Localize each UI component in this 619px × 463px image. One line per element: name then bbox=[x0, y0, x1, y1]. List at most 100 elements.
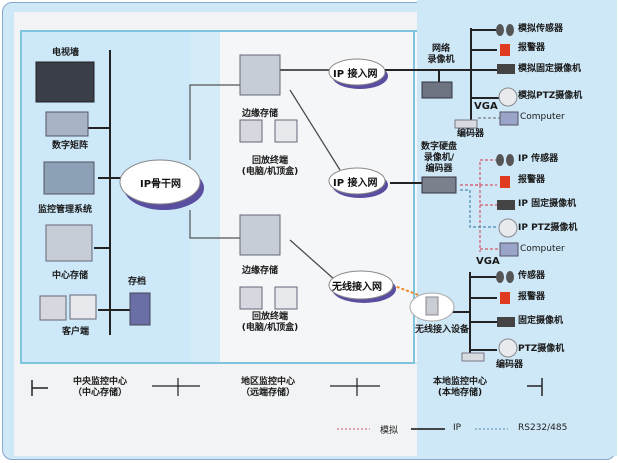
access-cloud-2 bbox=[328, 167, 388, 198]
g3-alarm-icon bbox=[500, 292, 510, 304]
backbone-cloud bbox=[119, 159, 204, 210]
g2-sensor-icon bbox=[496, 154, 514, 166]
access-cloud-1-label: IP 接入网 bbox=[333, 69, 378, 80]
wireless-device-label: 无线接入设备 bbox=[415, 325, 470, 335]
playback-1-line1: 回放终端 bbox=[251, 156, 288, 166]
g1-item-alarm: 报警器 bbox=[518, 43, 546, 53]
g1-item-camera: 模拟固定摄像机 bbox=[518, 64, 582, 74]
legend-ip-label: IP bbox=[453, 423, 462, 433]
g3-sensor-icon bbox=[496, 271, 514, 283]
center-storage-icon bbox=[45, 224, 93, 262]
nvr-line1: 网络 bbox=[431, 44, 450, 54]
footer-arrow-end bbox=[527, 378, 543, 396]
digital-matrix-label: 数字矩阵 bbox=[52, 141, 89, 151]
encoder-3-icon bbox=[461, 352, 485, 362]
mgmt-system-label: 监控管理系统 bbox=[38, 205, 93, 215]
dvr-label: 数字硬盘 录像机/ 编码器 bbox=[418, 142, 460, 175]
g1-computer-icon bbox=[499, 111, 519, 126]
g2-serial-bus bbox=[460, 189, 497, 228]
g2-analog-bus bbox=[470, 159, 497, 186]
footer-central-line1: 中央监控中心 bbox=[72, 377, 127, 387]
edge1-to-access2 bbox=[289, 89, 341, 171]
legend-analog-label: 模拟 bbox=[380, 426, 399, 436]
tv-wall-label: 电视墙 bbox=[52, 48, 80, 58]
g2-camera-icon bbox=[497, 200, 515, 210]
g3-item-ptz: PTZ摄像机 bbox=[518, 344, 565, 354]
g3-item-alarm: 报警器 bbox=[518, 292, 546, 302]
dvr-line3: 编码器 bbox=[425, 164, 453, 174]
g1-item-ptz: 模拟PTZ摄像机 bbox=[518, 91, 583, 101]
g3-item-sensor: 传感器 bbox=[518, 271, 546, 281]
mgmt-system-icon bbox=[43, 161, 95, 195]
dvr-line2: 录像机/ bbox=[423, 153, 455, 163]
footer-arrow-start bbox=[31, 380, 48, 396]
g1-item-sensor: 模拟传感器 bbox=[518, 24, 564, 34]
playback-1-label: 回放终端 (电脑/机顶盒) bbox=[238, 156, 302, 178]
playback-2-tv-icon bbox=[274, 286, 298, 310]
edge2-to-wireless bbox=[289, 239, 336, 281]
playback-2-line2: (电脑/机顶盒) bbox=[241, 323, 299, 333]
footer-central-line2: （中心存储） bbox=[72, 388, 127, 398]
footer-arrow-mid1 bbox=[152, 378, 200, 396]
backbone-to-edge1 bbox=[189, 84, 240, 160]
playback-1-tv-icon bbox=[274, 119, 298, 143]
backbone-to-edge2 bbox=[189, 210, 240, 239]
g2-ptz-icon bbox=[498, 218, 518, 238]
g2-item-computer: Computer bbox=[520, 244, 565, 254]
footer-local: 本地监控中心 (本地存储) bbox=[420, 377, 500, 399]
g2-computer-icon bbox=[499, 242, 519, 257]
encoder-1-label: 编码器 bbox=[457, 129, 485, 139]
edge-storage-1-icon bbox=[239, 54, 281, 96]
footer-arrow-mid2 bbox=[330, 378, 380, 396]
digital-matrix-icon bbox=[45, 111, 89, 137]
encoder-3-label: 编码器 bbox=[496, 360, 524, 370]
access-cloud-2-label: IP 接入网 bbox=[333, 178, 378, 189]
access-cloud-1 bbox=[328, 58, 388, 89]
g1-camera-icon bbox=[497, 64, 515, 74]
footer-central: 中央监控中心 （中心存储） bbox=[60, 377, 140, 399]
g2-vga-label: VGA bbox=[476, 256, 500, 267]
g3-camera-icon bbox=[497, 317, 515, 327]
client-pc-icon bbox=[39, 295, 67, 321]
g3-ptz-icon bbox=[498, 338, 518, 358]
dvr-line1: 数字硬盘 bbox=[420, 142, 457, 152]
footer-regional-line1: 地区监控中心 bbox=[240, 377, 295, 387]
center-storage-label: 中心存储 bbox=[52, 271, 89, 281]
backbone-cloud-label: IP骨干网 bbox=[140, 179, 182, 190]
playback-2-pc-icon bbox=[239, 286, 263, 310]
encoder-1-icon bbox=[454, 119, 478, 129]
panel-border-bottom bbox=[20, 362, 415, 364]
playback-2-label: 回放终端 (电脑/机顶盒) bbox=[238, 312, 302, 334]
g1-ptz-icon bbox=[498, 87, 518, 107]
g1-vga-label: VGA bbox=[474, 101, 498, 112]
archive-server-icon bbox=[129, 292, 151, 326]
footer-local-line1: 本地监控中心 bbox=[432, 377, 487, 387]
edge-storage-2-label: 边缘存储 bbox=[242, 266, 279, 276]
footer-local-line2: (本地存储) bbox=[437, 388, 483, 398]
g2-item-sensor: IP 传感器 bbox=[518, 154, 559, 164]
wireless-device-cloud bbox=[409, 292, 455, 322]
tv-wall-icon bbox=[35, 61, 95, 103]
dvr-icon bbox=[421, 176, 457, 194]
playback-1-pc-icon bbox=[239, 119, 263, 143]
g1-alarm-icon bbox=[500, 44, 510, 56]
wireless-cloud bbox=[328, 270, 396, 303]
g1-item-computer: Computer bbox=[520, 112, 565, 122]
client-tv-icon bbox=[69, 294, 97, 320]
nvr-line2: 录像机 bbox=[427, 55, 455, 65]
playback-2-line1: 回放终端 bbox=[251, 312, 288, 322]
legend-serial-label: RS232/485 bbox=[518, 423, 568, 433]
footer-regional-line2: （远端存储） bbox=[240, 388, 295, 398]
g2-alarm-icon bbox=[500, 176, 510, 188]
client-label: 客户端 bbox=[62, 327, 90, 337]
wireless-cloud-label: 无线接入网 bbox=[332, 282, 382, 293]
nvr-label: 网络 录像机 bbox=[422, 44, 460, 66]
playback-1-line2: (电脑/机顶盒) bbox=[241, 167, 299, 177]
edge-storage-1-label: 边缘存储 bbox=[242, 109, 279, 119]
panel-border bbox=[413, 32, 415, 362]
g2-item-alarm: 报警器 bbox=[518, 175, 546, 185]
g2-item-camera: IP 固定摄像机 bbox=[518, 199, 577, 209]
g2-item-ptz: IP PTZ摄像机 bbox=[518, 223, 578, 233]
archive-label: 存档 bbox=[128, 277, 147, 287]
